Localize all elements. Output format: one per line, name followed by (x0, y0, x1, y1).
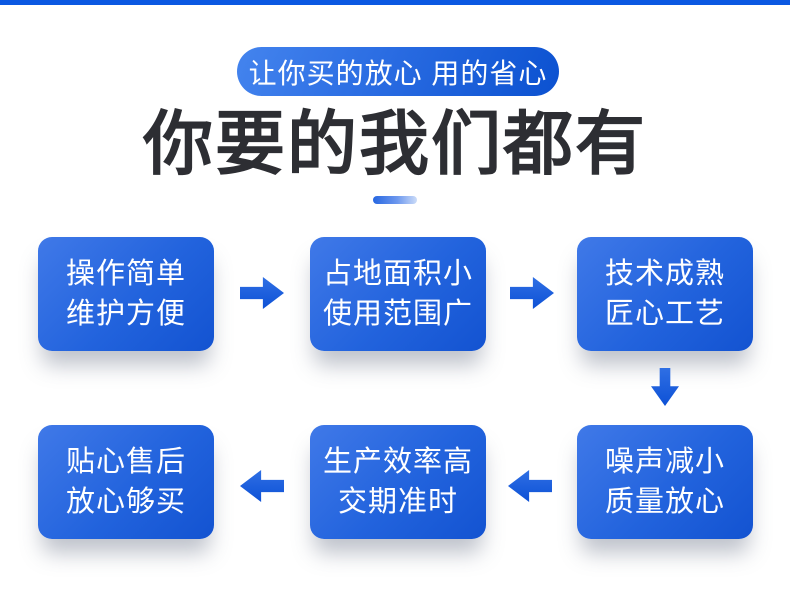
feature-box-line1: 生产效率高 (322, 446, 473, 478)
arrow-right-icon (510, 277, 554, 309)
arrow-left-icon (508, 470, 552, 502)
slogan-badge: 让你买的放心 用的省心 (237, 47, 559, 96)
feature-box-line2: 质量放心 (604, 486, 725, 518)
feature-box-high-efficiency: 生产效率高 交期准时 (310, 425, 486, 539)
feature-box-line2: 放心够买 (65, 486, 186, 518)
feature-box-small-footprint: 占地面积小 使用范围广 (310, 237, 486, 351)
feature-box-line1: 贴心售后 (65, 446, 186, 478)
page-title: 你要的我们都有 (143, 105, 647, 183)
feature-box-line2: 使用范围广 (322, 298, 473, 330)
feature-box-line1: 技术成熟 (604, 258, 725, 290)
feature-box-mature-technology: 技术成熟 匠心工艺 (577, 237, 753, 351)
feature-box-line2: 维护方便 (65, 298, 186, 330)
slogan-badge-label: 让你买的放心 用的省心 (248, 57, 548, 89)
arrow-right-icon (240, 277, 284, 309)
feature-box-line1: 噪声减小 (604, 446, 725, 478)
arrow-left-icon (240, 470, 284, 502)
feature-box-easy-operation: 操作简单 维护方便 (38, 237, 214, 351)
top-accent-bar (0, 0, 790, 5)
feature-box-line2: 匠心工艺 (604, 298, 725, 330)
feature-box-caring-aftersales: 贴心售后 放心够买 (38, 425, 214, 539)
arrow-down-icon (651, 368, 679, 406)
feature-box-line1: 操作简单 (65, 258, 186, 290)
feature-box-line2: 交期准时 (337, 486, 458, 518)
title-underline-dash (373, 196, 417, 204)
feature-box-low-noise: 噪声减小 质量放心 (577, 425, 753, 539)
feature-box-line1: 占地面积小 (322, 258, 473, 290)
